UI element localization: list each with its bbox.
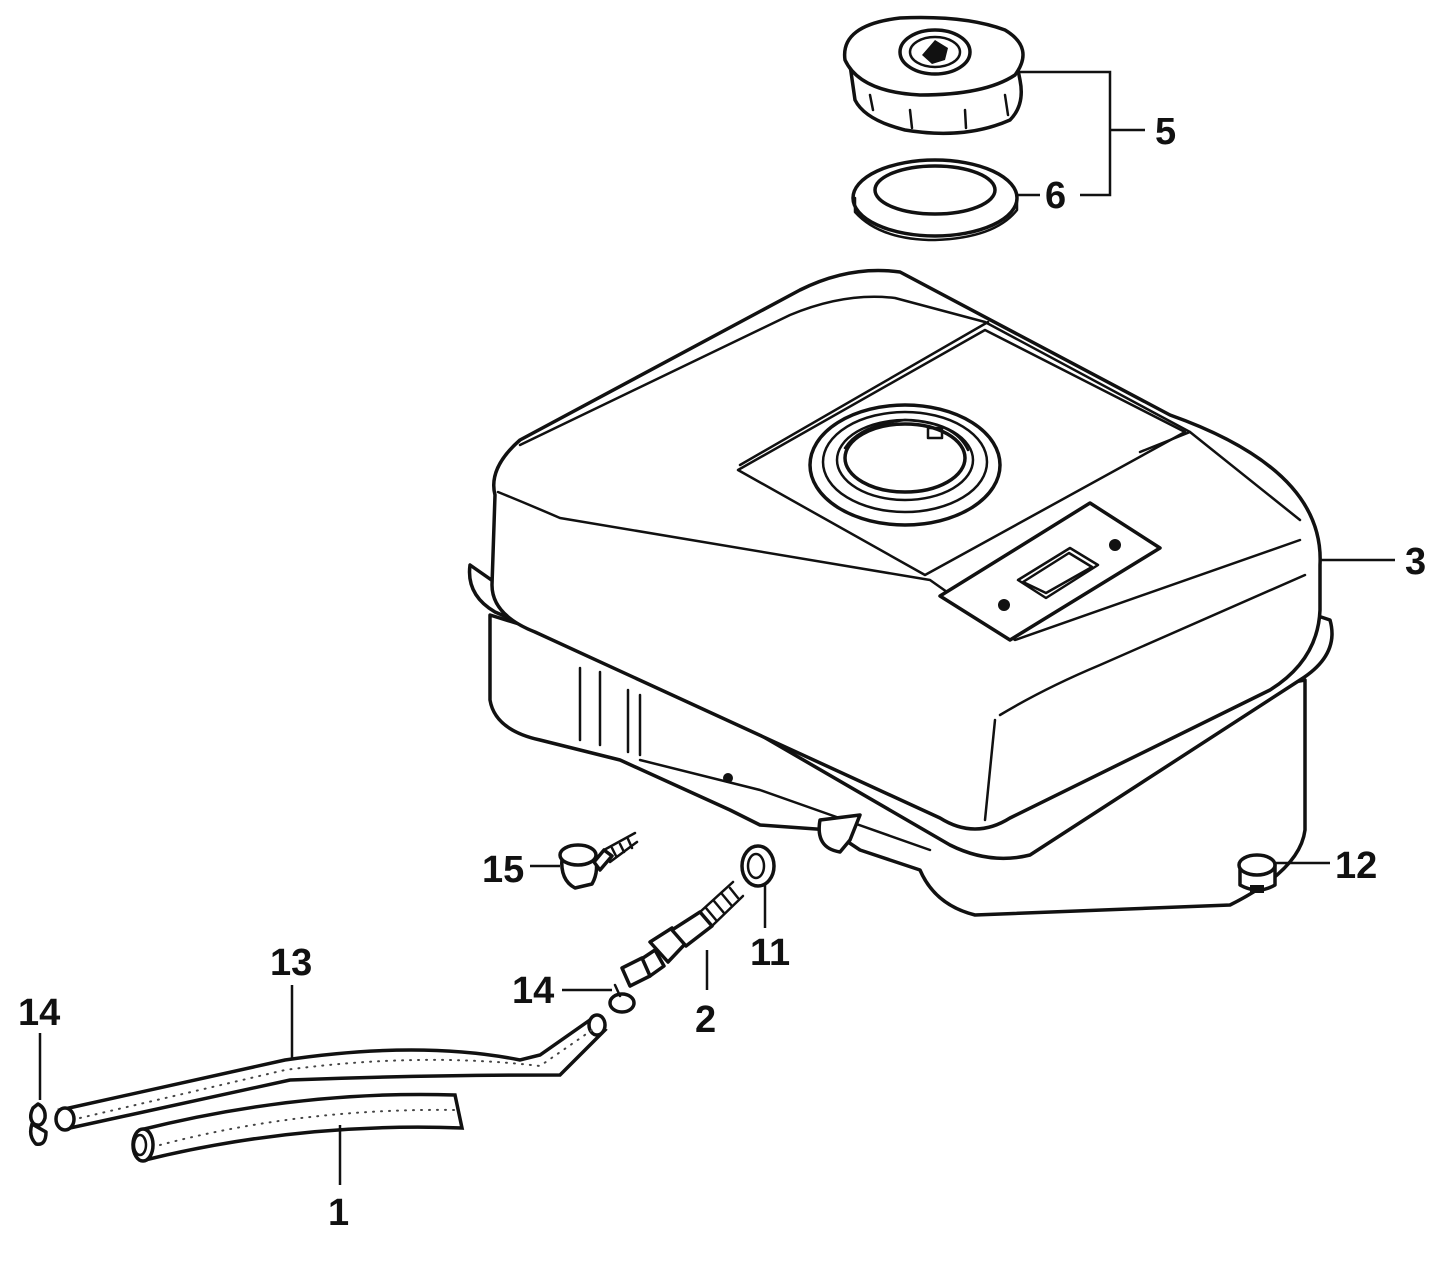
callout-14-small: 14 <box>512 970 554 1012</box>
fuel-cock <box>620 880 745 988</box>
callout-14-left: 14 <box>18 992 60 1034</box>
callout-2: 2 <box>695 999 716 1041</box>
hose-clip-left <box>28 1102 48 1146</box>
callout-12: 12 <box>1335 845 1377 887</box>
callout-15: 15 <box>482 849 524 891</box>
drain-plug <box>1237 853 1277 893</box>
washer <box>740 844 776 888</box>
fuel-tank <box>467 268 1334 917</box>
leader-lines <box>38 70 1395 1185</box>
hose-clip-small <box>608 983 636 1014</box>
cap-gasket <box>851 158 1019 242</box>
callout-13: 13 <box>270 942 312 984</box>
callout-6: 6 <box>1045 175 1066 217</box>
callout-1: 1 <box>328 1192 349 1234</box>
flange-bolt <box>558 831 639 890</box>
fuel-hose-long <box>54 1013 608 1132</box>
fuel-cap <box>842 15 1025 136</box>
callout-5: 5 <box>1155 111 1176 153</box>
fuel-hose-short <box>131 1092 465 1163</box>
callout-3: 3 <box>1405 541 1426 583</box>
callout-11: 11 <box>750 932 790 974</box>
